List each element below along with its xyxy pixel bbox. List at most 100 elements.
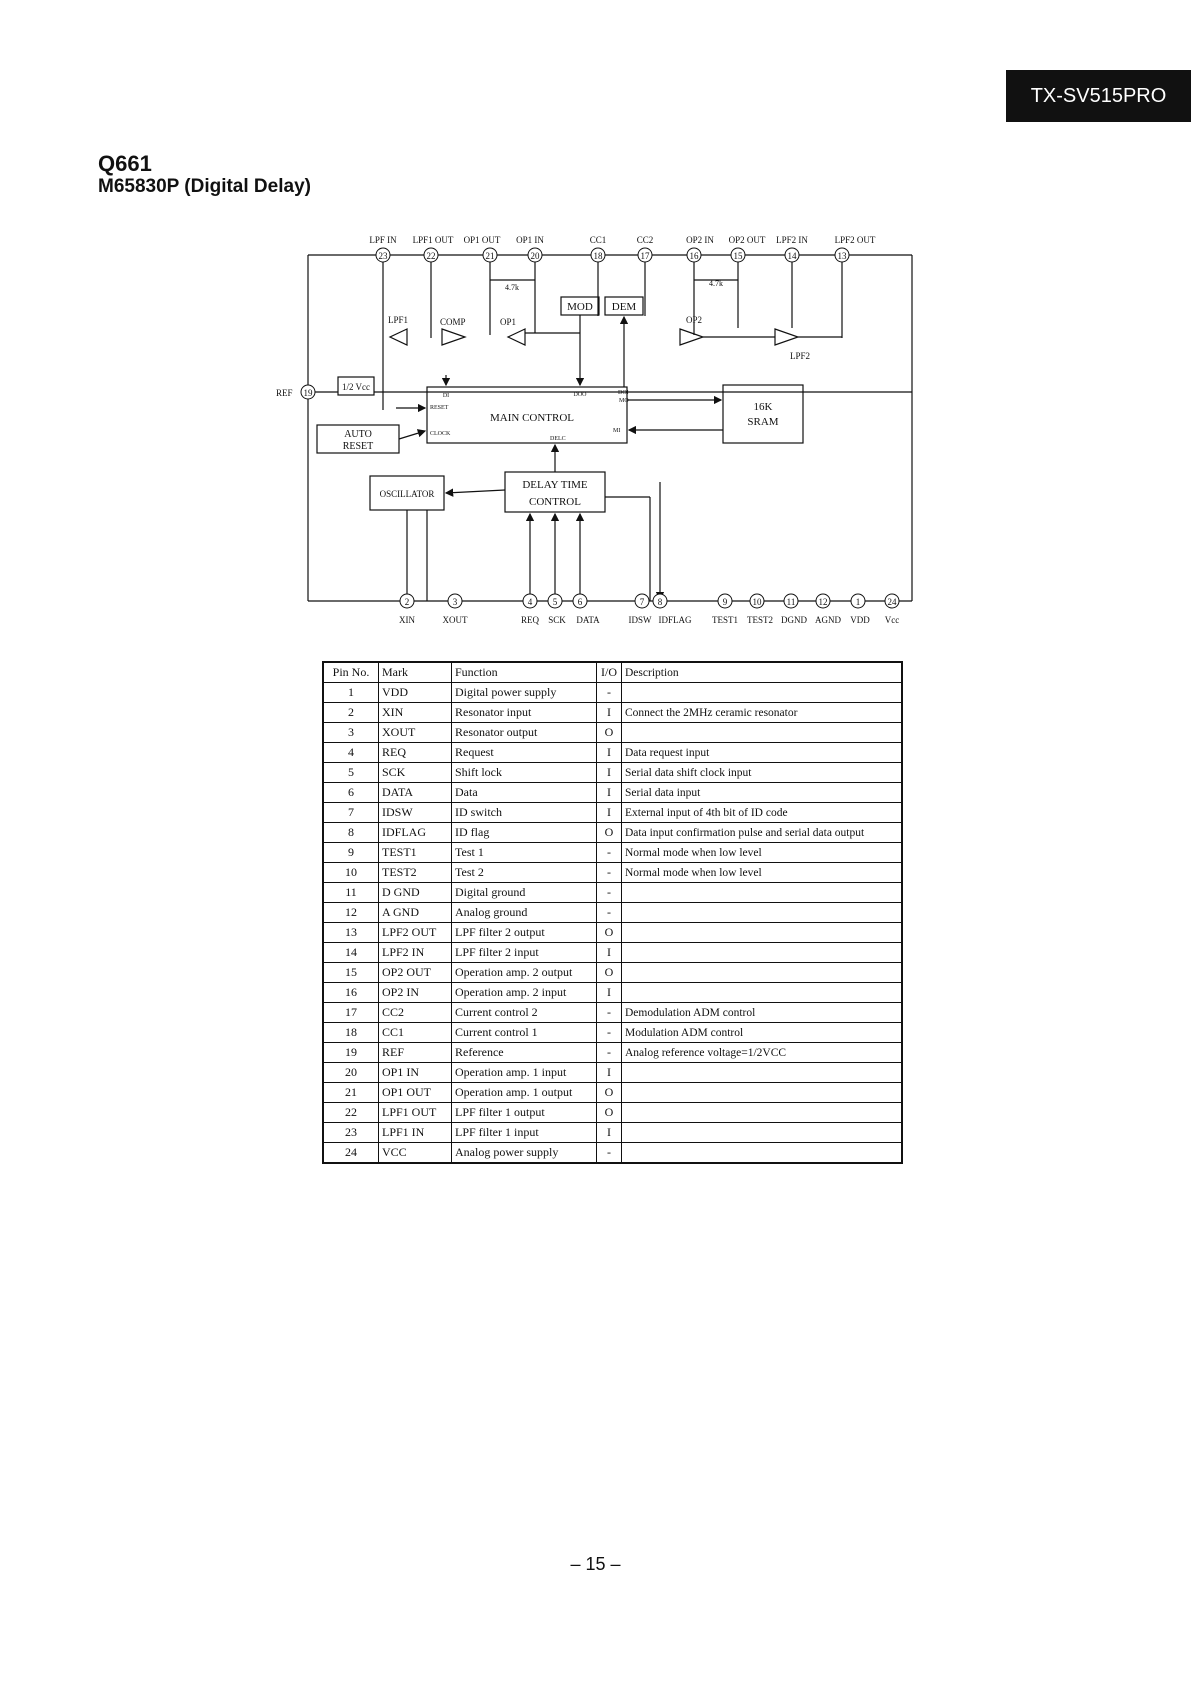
mark-cell: LPF1 OUT	[378, 1102, 452, 1123]
mark-cell: IDFLAG	[378, 822, 452, 843]
pin-number-cell: 16	[322, 982, 379, 1003]
resistor-label: 4.7k	[709, 279, 723, 288]
description-cell: Connect the 2MHz ceramic resonator	[621, 702, 903, 723]
function-cell: Operation amp. 1 output	[451, 1082, 597, 1103]
mark-cell: TEST2	[378, 862, 452, 883]
pin-number: 15	[734, 251, 744, 261]
mark-cell: A GND	[378, 902, 452, 923]
io-cell: I	[596, 742, 622, 763]
function-cell: ID flag	[451, 822, 597, 843]
mark-cell: D GND	[378, 882, 452, 903]
io-cell: O	[596, 922, 622, 943]
pin-number-cell: 8	[322, 822, 379, 843]
pin-number: 11	[787, 597, 796, 607]
port-label: RESET	[430, 405, 449, 411]
io-cell: I	[596, 782, 622, 803]
half-vcc-block: 1/2 Vcc	[342, 382, 370, 392]
description-cell: Normal mode when low level	[621, 842, 903, 863]
io-cell: O	[596, 1102, 622, 1123]
io-cell: I	[596, 762, 622, 783]
function-cell: Digital ground	[451, 882, 597, 903]
pin-label: VDD	[850, 615, 870, 625]
function-cell: LPF filter 2 input	[451, 942, 597, 963]
opamp-label: LPF1	[388, 315, 408, 325]
io-cell: O	[596, 822, 622, 843]
block-diagram: 23 LPF IN 22 LPF1 OUT 21 OP1 OUT 20 OP1 …	[276, 235, 913, 625]
pin-number-cell: 12	[322, 902, 379, 923]
pin-label: IDSW	[629, 615, 653, 625]
pin-number: 19	[304, 388, 314, 398]
description-cell	[621, 902, 903, 923]
mark-cell: XOUT	[378, 722, 452, 743]
description-cell: Data request input	[621, 742, 903, 763]
pin-number: 20	[531, 251, 541, 261]
pin-label: TEST1	[712, 615, 738, 625]
description-cell	[621, 962, 903, 983]
auto-reset-block: AUTO	[344, 429, 372, 440]
function-cell: LPF filter 1 input	[451, 1122, 597, 1143]
pin-number-cell: 7	[322, 802, 379, 823]
description-cell: Analog reference voltage=1/2VCC	[621, 1042, 903, 1063]
function-cell: LPF filter 2 output	[451, 922, 597, 943]
pin-number-cell: 3	[322, 722, 379, 743]
pin-label: OP2 OUT	[729, 235, 766, 245]
pin-number-cell: 21	[322, 1082, 379, 1103]
function-cell: Analog ground	[451, 902, 597, 923]
io-cell: -	[596, 1002, 622, 1023]
description-cell	[621, 1142, 903, 1164]
io-cell: -	[596, 902, 622, 923]
description-cell	[621, 922, 903, 943]
mark-cell: LPF1 IN	[378, 1122, 452, 1143]
pin-number: 23	[379, 251, 389, 261]
opamp-label: LPF2	[790, 351, 810, 361]
pin-number: 24	[888, 597, 898, 607]
pin-number-cell: 14	[322, 942, 379, 963]
description-cell: Data input confirmation pulse and serial…	[621, 822, 903, 843]
io-cell: -	[596, 842, 622, 863]
port-label: MI	[613, 428, 620, 434]
mark-cell: SCK	[378, 762, 452, 783]
table-header-row: Pin No. Mark Function I/O Description	[322, 661, 903, 683]
pin-number: 2	[405, 597, 410, 607]
pin-label: REF	[276, 388, 293, 398]
dem-block: DEM	[612, 301, 637, 313]
pin-label: Vcc	[885, 615, 900, 625]
pin-number: 5	[553, 597, 558, 607]
pin-number: 10	[753, 597, 763, 607]
opamp-label: OP1	[500, 317, 516, 327]
io-cell: -	[596, 682, 622, 703]
io-cell: -	[596, 862, 622, 883]
pin-number-cell: 17	[322, 1002, 379, 1023]
mark-cell: IDSW	[378, 802, 452, 823]
mark-cell: OP2 IN	[378, 982, 452, 1003]
pin-number-cell: 2	[322, 702, 379, 723]
io-cell: O	[596, 962, 622, 983]
mark-cell: XIN	[378, 702, 452, 723]
pin-number: 21	[486, 251, 495, 261]
pin-label: TEST2	[747, 615, 773, 625]
pin-number: 9	[723, 597, 728, 607]
port-label: DOO	[574, 392, 588, 398]
delay-time-control-block: DELAY TIME	[522, 479, 588, 491]
function-cell: Operation amp. 1 input	[451, 1062, 597, 1083]
mark-cell: VCC	[378, 1142, 452, 1164]
pin-number-cell: 11	[322, 882, 379, 903]
auto-reset-block: RESET	[343, 441, 374, 452]
mark-cell: TEST1	[378, 842, 452, 863]
pin-number-cell: 9	[322, 842, 379, 863]
io-cell: -	[596, 1042, 622, 1063]
mark-cell: LPF2 IN	[378, 942, 452, 963]
description-cell	[621, 982, 903, 1003]
io-cell: I	[596, 802, 622, 823]
io-cell: I	[596, 1062, 622, 1083]
pin-number-cell: 24	[322, 1142, 379, 1164]
io-cell: I	[596, 1122, 622, 1143]
sram-block: SRAM	[747, 416, 778, 428]
